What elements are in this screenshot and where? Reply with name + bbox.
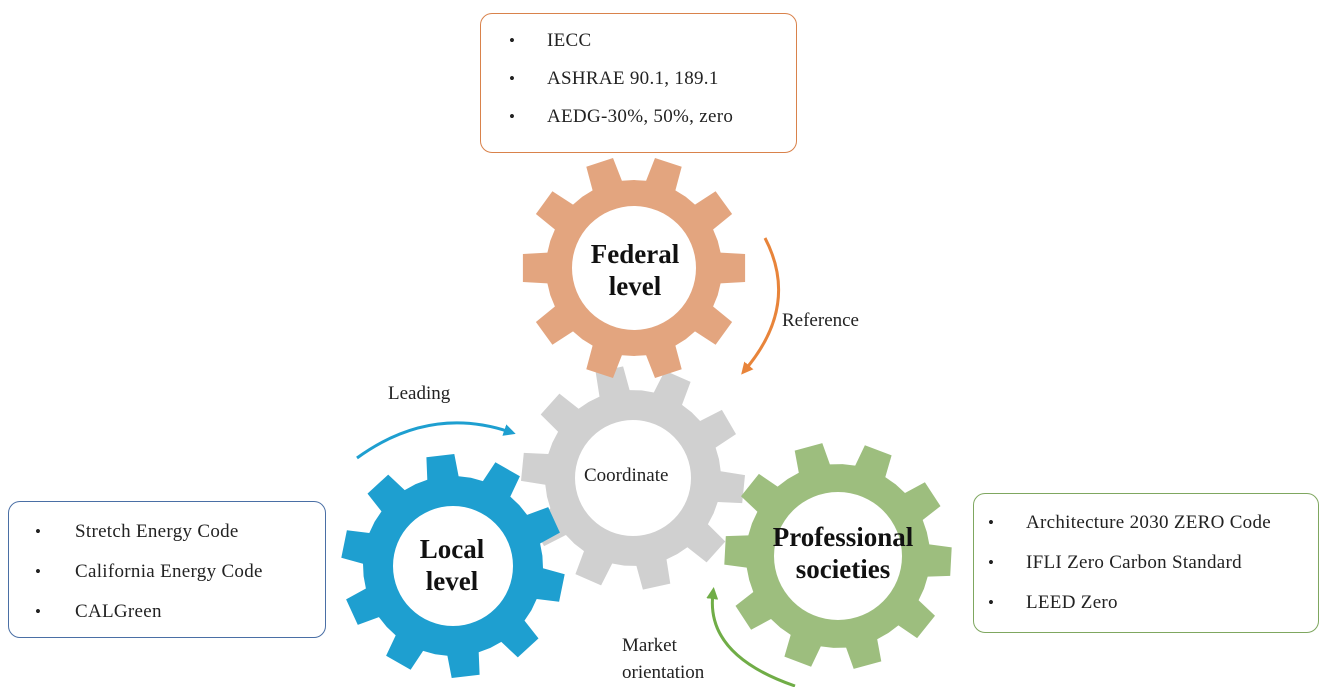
list-item: •California Energy Code [35,561,263,582]
market-orientation-label: Market orientation [622,635,705,683]
list-item: •ASHRAE 90.1, 189.1 [509,68,719,89]
market-arrow [706,587,796,687]
local-gear-title: Local level [419,534,485,596]
reference-arrow [741,237,781,375]
coordinate-label: Coordinate [584,465,669,486]
professional-gear [724,443,952,669]
leading-arrow [356,421,516,460]
list-item: •AEDG-30%, 50%, zero [509,106,734,127]
federal-gear-title: Federal level [590,239,680,301]
local-gear [341,454,565,678]
coordinate-gear [521,366,745,590]
reference-label: Reference [782,310,859,331]
federal-standards-box: •IECC •ASHRAE 90.1, 189.1 •AEDG-30%, 50%… [480,13,797,153]
list-item: •CALGreen [35,601,162,622]
local-codes-box: •Stretch Energy Code •California Energy … [8,501,326,638]
list-item: •IFLI Zero Carbon Standard [988,552,1242,573]
leading-label: Leading [388,383,451,404]
federal-gear [522,158,746,378]
list-item: •LEED Zero [988,592,1118,613]
professional-gear-title: Professional societies [772,522,914,584]
list-item: •IECC [509,30,592,51]
professional-standards-box: •Architecture 2030 ZERO Code •IFLI Zero … [973,493,1319,633]
list-item: •Architecture 2030 ZERO Code [988,512,1272,533]
list-item: •Stretch Energy Code [35,521,239,542]
